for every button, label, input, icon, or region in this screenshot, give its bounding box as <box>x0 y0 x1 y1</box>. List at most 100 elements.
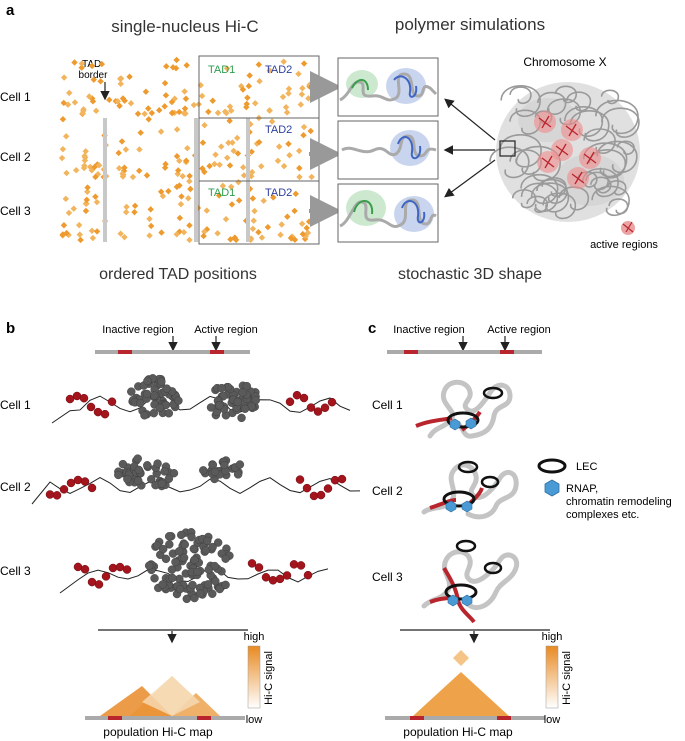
hic-contact-mark <box>255 61 263 68</box>
inactive-bead <box>190 555 199 565</box>
genome-bar-c <box>387 350 542 354</box>
cell-label-a1: Cell 1 <box>0 90 31 104</box>
hic-contact-mark <box>277 231 284 239</box>
hic-contact-mark <box>89 98 97 105</box>
hic-contact-mark <box>65 231 72 239</box>
active-bead <box>100 409 110 419</box>
inactive-bead <box>158 544 168 554</box>
active-bead <box>107 397 117 406</box>
hic-contact-mark <box>117 230 124 237</box>
hic-contact-mark <box>243 103 250 111</box>
hic-contact-mark <box>299 85 306 92</box>
hic-contact-mark <box>184 145 191 152</box>
hic-contact-mark <box>224 154 231 162</box>
active-bead <box>268 576 278 585</box>
hic-contact-mark <box>296 173 303 181</box>
cell-label-c1: Cell 1 <box>372 398 403 412</box>
inactive-bead <box>238 388 247 397</box>
legend-low-b: low <box>246 714 263 726</box>
active-regions-label: active regions <box>590 239 658 251</box>
polymer-bead-models <box>31 374 361 604</box>
inactive-bead <box>153 459 162 468</box>
hic-contact-mark <box>211 160 218 168</box>
hic-contact-mark <box>234 134 241 142</box>
active-bead <box>289 560 299 569</box>
hic-contact-mark <box>76 231 83 238</box>
hic-contact-mark <box>296 164 303 172</box>
hic-contact-mark <box>92 193 99 200</box>
hic-contact-mark <box>86 163 94 171</box>
hic-contact-mark <box>300 123 308 131</box>
hic-contact-mark <box>59 116 67 123</box>
hic-contact-mark <box>169 64 177 71</box>
hic-contact-mark <box>156 107 163 114</box>
active-bead <box>87 483 97 493</box>
hic-contact-mark <box>82 148 89 155</box>
legend-low-c: low <box>544 714 561 726</box>
hic-contact-mark <box>286 152 293 159</box>
hic-contact-mark <box>173 152 181 160</box>
hic-contact-mark <box>206 162 213 170</box>
hic-contact-mark <box>226 162 234 169</box>
legend-lec: LEC <box>576 461 597 473</box>
hic-contact-mark <box>118 138 126 145</box>
inactive-bead <box>206 403 216 412</box>
tad1-label-cell1: TAD1 <box>208 64 235 76</box>
simulation-boxes <box>337 57 439 243</box>
hic-contact-mark <box>249 195 257 202</box>
hic-contact-mark <box>222 108 229 115</box>
chromatin-fiber <box>526 195 549 213</box>
inactive-bead <box>136 398 145 408</box>
hic-contact-mark <box>228 201 236 208</box>
tad2-label-cell1: TAD2 <box>265 64 292 76</box>
hic-contact-mark <box>70 205 77 212</box>
hic-contact-mark <box>181 105 189 112</box>
hic-contact-mark <box>245 82 253 90</box>
inactive-bead <box>140 411 149 420</box>
inactive-bead <box>177 530 186 540</box>
hic-contact-mark <box>279 93 287 101</box>
hic-contact-mark <box>216 161 223 168</box>
hic-contact-mark <box>145 105 152 112</box>
hic-contact-mark <box>200 232 207 240</box>
hic-contact-mark <box>255 229 262 236</box>
hic-contact-mark <box>203 226 211 233</box>
population-map-label-c: population Hi-C map <box>403 725 513 739</box>
hic-contact-mark <box>177 201 185 208</box>
hic-contact-mark <box>162 160 169 168</box>
hic-contact-mark <box>203 207 210 214</box>
hic-contact-mark <box>287 234 295 242</box>
inactive-bead <box>210 467 220 477</box>
hic-contact-mark <box>106 96 113 104</box>
hic-contact-mark <box>136 167 143 174</box>
hic-contact-mark <box>84 188 91 195</box>
chromatin-fiber <box>606 179 627 196</box>
inactive-bead <box>220 460 229 470</box>
hic-contact-mark <box>168 109 176 117</box>
inactive-bead <box>114 470 123 480</box>
hic-contact-mark <box>234 150 242 157</box>
rnap-icon <box>544 479 560 497</box>
inactive-bead <box>182 594 191 604</box>
hic-contact-mark <box>226 117 233 125</box>
inactive-bead <box>221 554 230 563</box>
chromatin-fiber <box>536 178 568 204</box>
hic-contact-mark <box>185 195 192 202</box>
inactive-bead <box>164 409 174 418</box>
title-polymer-simulations: polymer simulations <box>395 15 545 34</box>
panel-b-label: b <box>6 320 15 337</box>
hic-contact-mark <box>175 167 182 174</box>
hic-contact-mark <box>173 231 180 238</box>
hic-contact-mark <box>186 236 193 244</box>
hic-contact-mark <box>116 102 123 110</box>
hic-contact-mark <box>283 109 291 116</box>
inactive-bead <box>155 403 164 413</box>
hic-contact-mark <box>98 60 106 68</box>
hic-contact-mark <box>129 173 137 181</box>
inactive-bead <box>143 376 152 386</box>
active-bead <box>45 490 55 499</box>
chromatin-fiber <box>590 176 612 194</box>
hic-contact-mark <box>282 104 290 111</box>
hic-contact-mark <box>173 183 181 191</box>
hic-contact-mark <box>168 98 176 106</box>
